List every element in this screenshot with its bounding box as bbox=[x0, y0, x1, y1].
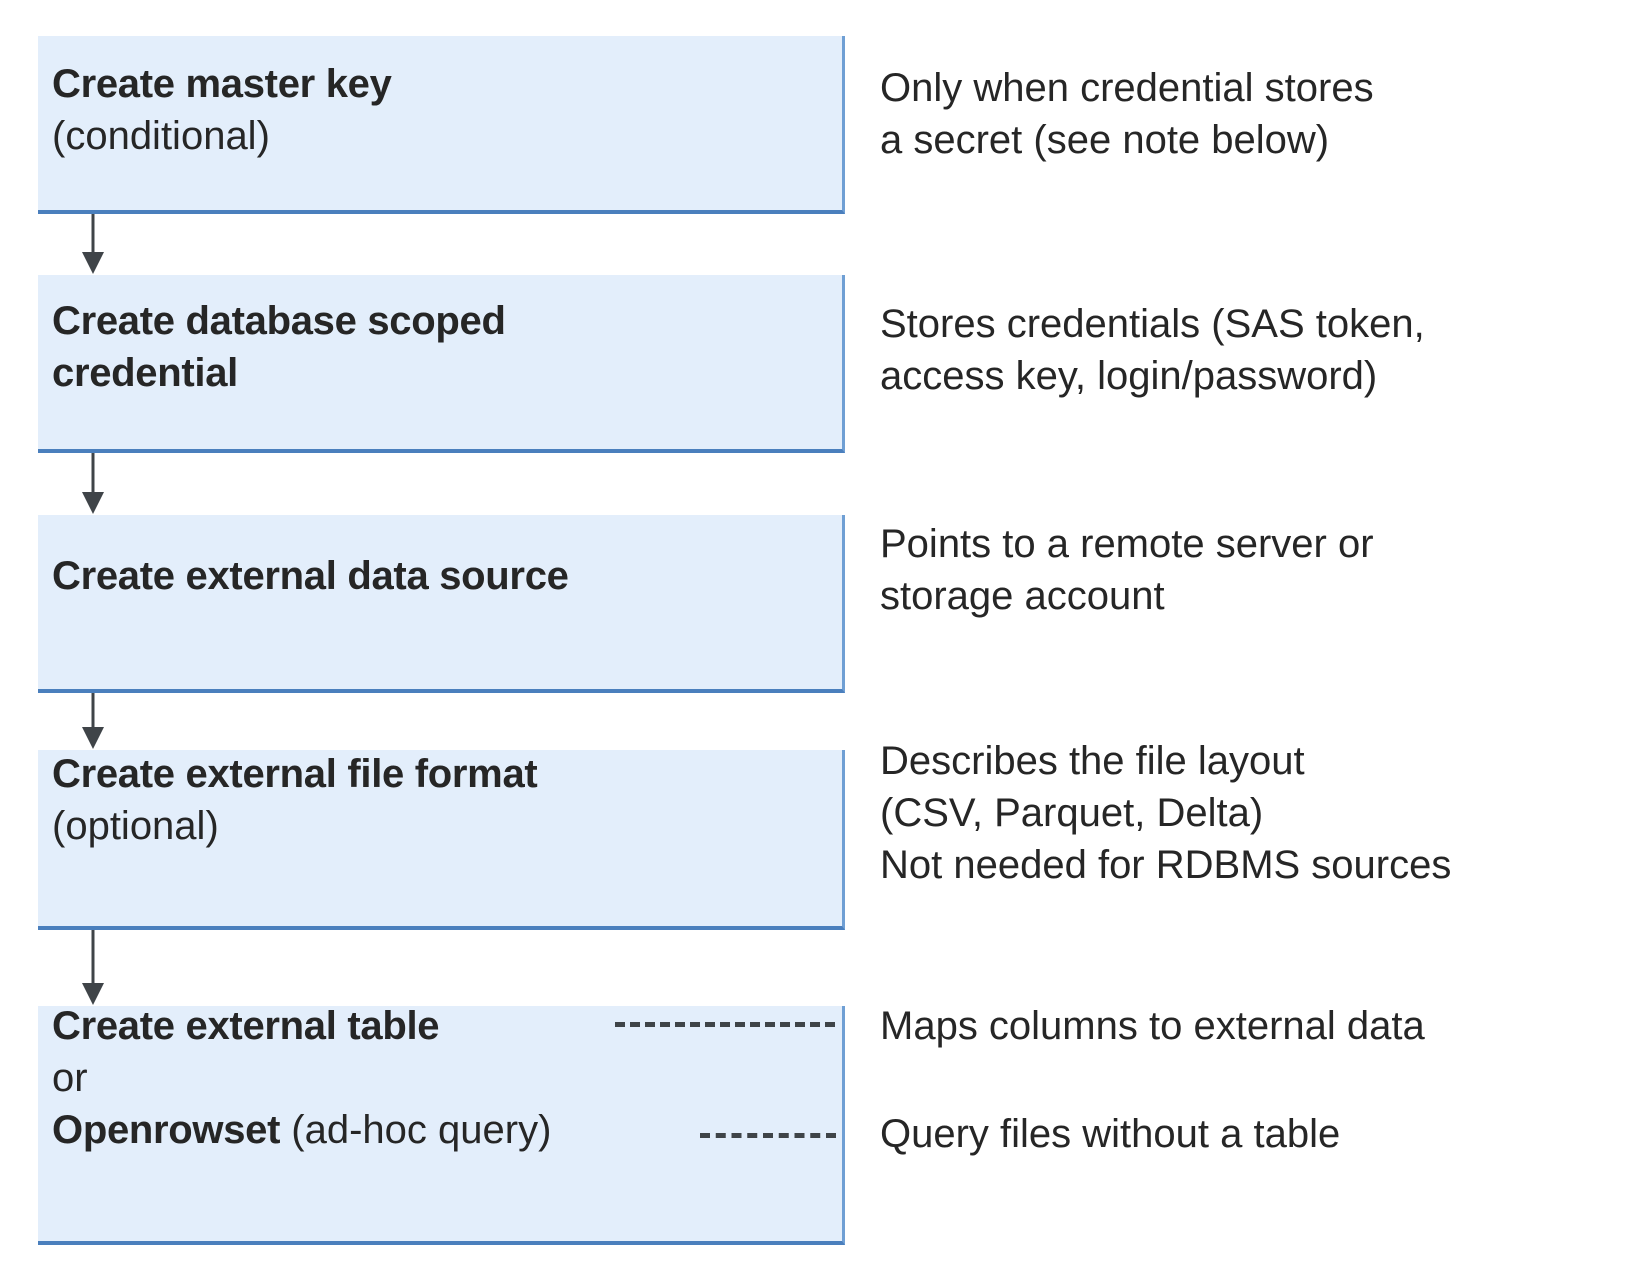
description-line: Points to a remote server or bbox=[880, 522, 1374, 566]
step-qualifier-optional: (optional) bbox=[52, 804, 219, 848]
arrow-down-icon bbox=[78, 214, 108, 276]
step-title-create-master-key: Create master key bbox=[52, 62, 392, 106]
description-create-external-table: Maps columns to external data bbox=[880, 1000, 1620, 1052]
step-box-create-external-table-or-openrowset[interactable] bbox=[38, 1006, 845, 1245]
description-create-external-file-format: Describes the file layout (CSV, Parquet,… bbox=[880, 735, 1620, 891]
dashed-connector-external-table bbox=[615, 1022, 835, 1027]
step-box-create-external-data-source[interactable] bbox=[38, 515, 845, 693]
step-label-create-database-scoped-credential: Create database scoped credential bbox=[52, 295, 1624, 399]
description-line: Not needed for RDBMS sources bbox=[880, 843, 1452, 887]
step-title-create-external-file-format: Create external file format bbox=[52, 752, 538, 796]
step-title-create-external-table: Create external table bbox=[52, 1004, 440, 1048]
step-label-create-external-data-source: Create external data source bbox=[52, 550, 1624, 602]
step-box-create-master-key[interactable] bbox=[38, 36, 845, 214]
step-title-create-external-data-source: Create external data source bbox=[52, 554, 569, 598]
description-openrowset: Query files without a table bbox=[880, 1108, 1620, 1160]
step-qualifier-conditional: (conditional) bbox=[52, 114, 270, 158]
step-box-create-database-scoped-credential[interactable] bbox=[38, 275, 845, 453]
description-line: access key, login/password) bbox=[880, 354, 1378, 398]
description-create-external-data-source: Points to a remote server or storage acc… bbox=[880, 518, 1620, 622]
step-title-openrowset-line: Openrowset (ad-hoc query) bbox=[52, 1104, 1624, 1156]
description-line: Query files without a table bbox=[880, 1112, 1341, 1156]
description-line: Only when credential stores bbox=[880, 66, 1374, 110]
description-create-master-key: Only when credential stores a secret (se… bbox=[880, 62, 1620, 166]
description-line: Maps columns to external data bbox=[880, 1004, 1425, 1048]
description-line: Stores credentials (SAS token, bbox=[880, 302, 1425, 346]
arrow-down-icon bbox=[78, 930, 108, 1007]
step-separator-or: or bbox=[52, 1056, 88, 1100]
step-qualifier-ad-hoc-query: (ad-hoc query) bbox=[280, 1108, 552, 1152]
arrow-down-icon bbox=[78, 693, 108, 751]
step-title-line: credential bbox=[52, 351, 238, 395]
description-line: Describes the file layout bbox=[880, 739, 1305, 783]
step-box-create-external-file-format[interactable] bbox=[38, 750, 845, 930]
description-line: storage account bbox=[880, 574, 1165, 618]
step-title-openrowset: Openrowset bbox=[52, 1108, 281, 1152]
step-label-create-external-table-or-openrowset: Create external table or Openrowset (ad-… bbox=[52, 1000, 1624, 1156]
description-line: (CSV, Parquet, Delta) bbox=[880, 791, 1264, 835]
description-create-database-scoped-credential: Stores credentials (SAS token, access ke… bbox=[880, 298, 1620, 402]
step-label-create-external-file-format: Create external file format (optional) bbox=[52, 748, 1624, 852]
arrow-down-icon bbox=[78, 453, 108, 516]
step-title-line: Create database scoped bbox=[52, 299, 506, 343]
description-line: a secret (see note below) bbox=[880, 118, 1330, 162]
dashed-connector-openrowset bbox=[700, 1133, 836, 1138]
step-label-create-master-key: Create master key (conditional) bbox=[52, 58, 1624, 162]
